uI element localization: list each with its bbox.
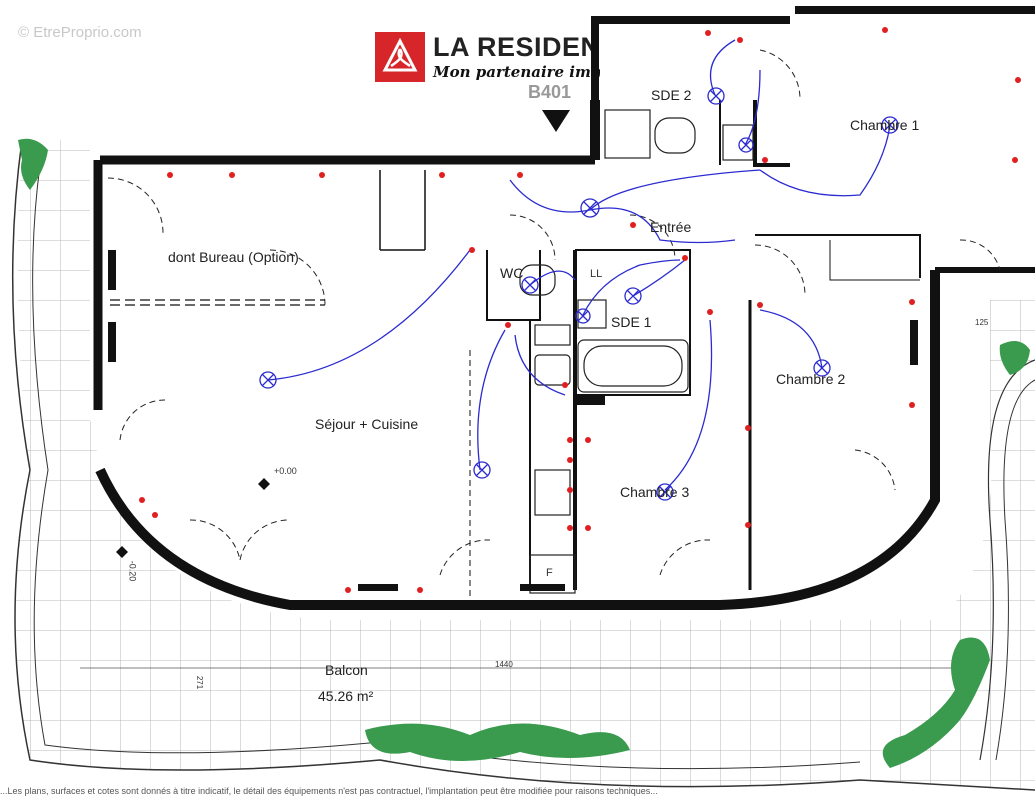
dimension-1440: 1440 [495, 660, 513, 669]
room-chambre3: Chambre 3 [620, 484, 690, 500]
dimension-271: 271 [195, 675, 205, 690]
watermark: © EtreProprio.com [18, 24, 142, 41]
room-balcon: Balcon [325, 662, 368, 678]
room-chambre2: Chambre 2 [776, 371, 846, 387]
legal-footnote: ...Les plans, surfaces et cotes sont don… [0, 786, 658, 796]
balcon-area: 45.26 m² [318, 688, 374, 704]
fridge-label: F [546, 567, 553, 579]
radiators [108, 250, 918, 591]
door-swings [107, 49, 1001, 576]
room-sde2: SDE 2 [651, 87, 692, 103]
room-sejour: Séjour + Cuisine [315, 416, 419, 432]
entrance-arrow-icon [542, 110, 570, 132]
unit-code: B401 [528, 82, 572, 102]
vegetation [18, 138, 1030, 768]
room-ll: LL [590, 268, 603, 280]
room-sde1: SDE 1 [611, 314, 652, 330]
electrical-wiring [267, 39, 891, 491]
sockets [139, 27, 1021, 593]
room-bureau: dont Bureau (Option) [168, 249, 299, 265]
room-wc: WC [500, 265, 524, 281]
fixtures [519, 109, 754, 594]
triangle-swirl-logo-icon [375, 32, 425, 82]
level-markers [116, 478, 270, 558]
light-points [259, 87, 899, 501]
room-entree: Entrée [650, 219, 692, 235]
dimension-125: 125 [975, 318, 989, 327]
room-chambre1: Chambre 1 [850, 117, 920, 133]
level-marker-0: +0.00 [274, 466, 297, 476]
level-marker-1: -0.20 [127, 560, 138, 582]
walls [93, 6, 1035, 610]
